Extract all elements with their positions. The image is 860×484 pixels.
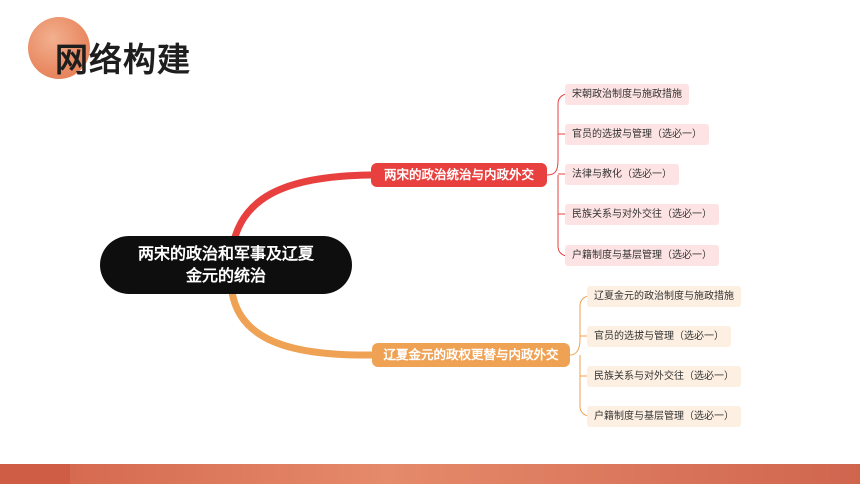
leaf-song-1: 宋朝政治制度与施政措施 <box>565 84 689 105</box>
connector-central-red <box>228 171 375 254</box>
leaf-song-3: 法律与教化（选必一） <box>565 164 679 185</box>
connector-central-orange <box>228 288 376 359</box>
leaf-lxjy-3: 民族关系与对外交往（选必一） <box>587 366 741 387</box>
leaf-song-5: 户籍制度与基层管理（选必一） <box>565 245 719 266</box>
connector-orange-leaves <box>569 295 591 417</box>
leaf-lxjy-2: 官员的选拔与管理（选必一） <box>587 326 731 347</box>
leaf-lxjy-1: 辽夏金元的政治制度与施政措施 <box>587 286 741 307</box>
branch-song-politics: 两宋的政治统治与内政外交 <box>371 163 547 187</box>
leaf-song-2: 官员的选拔与管理（选必一） <box>565 124 709 145</box>
connector-red-leaves <box>546 93 569 257</box>
central-topic-label: 两宋的政治和军事及辽夏金元的统治 <box>137 244 314 285</box>
bottom-decoration-bar <box>0 464 860 484</box>
central-topic: 两宋的政治和军事及辽夏金元的统治 <box>100 236 352 294</box>
title-decoration-circle <box>28 17 90 79</box>
leaf-lxjy-4: 户籍制度与基层管理（选必一） <box>587 406 741 427</box>
branch-liao-xia-jin-yuan: 辽夏金元的政权更替与内政外交 <box>372 343 570 367</box>
page-title: 网络构建 <box>55 40 191 79</box>
leaf-song-4: 民族关系与对外交往（选必一） <box>565 204 719 225</box>
